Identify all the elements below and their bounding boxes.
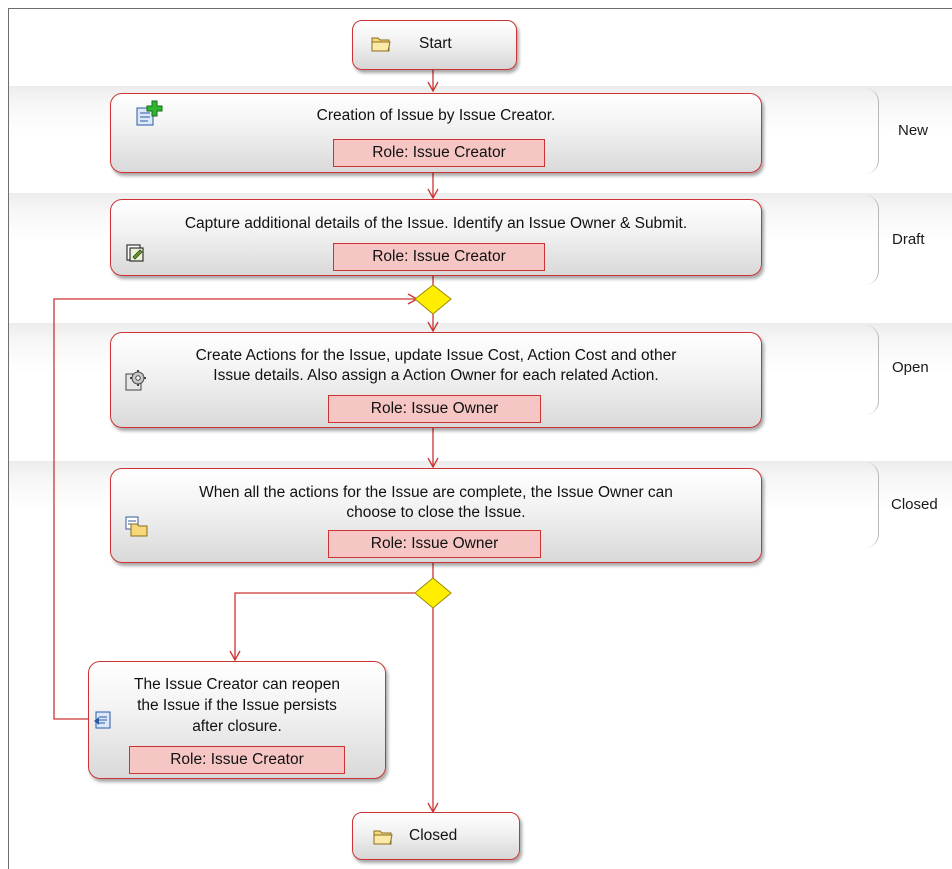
diagram-frame — [8, 8, 952, 869]
stage-label-draft: Draft — [892, 231, 925, 248]
step-capture[interactable]: Capture additional details of the Issue.… — [110, 199, 762, 276]
end-node[interactable]: Closed — [352, 812, 520, 860]
step-reopen-text-line2: the Issue if the Issue persists — [137, 697, 337, 714]
start-node[interactable]: Start — [352, 20, 517, 70]
step-actions-role: Role: Issue Owner — [328, 395, 541, 423]
step-creation-role: Role: Issue Creator — [333, 139, 545, 167]
folder-icon — [371, 37, 391, 52]
start-label: Start — [419, 35, 452, 52]
step-close-role: Role: Issue Owner — [328, 530, 541, 558]
step-creation-text: Creation of Issue by Issue Creator. — [316, 107, 556, 124]
step-capture-role: Role: Issue Creator — [333, 243, 545, 271]
step-creation[interactable]: Creation of Issue by Issue Creator. Role… — [110, 93, 762, 173]
step-close[interactable]: When all the actions for the Issue are c… — [110, 468, 762, 563]
step-actions-text-line1: Create Actions for the Issue, update Iss… — [195, 347, 677, 364]
step-reopen-text-line3: after closure. — [192, 718, 282, 735]
stage-bracket-open — [864, 325, 879, 415]
stage-bracket-new — [864, 88, 879, 174]
step-reopen-role: Role: Issue Creator — [129, 746, 345, 774]
step-actions-text-line2: Issue details. Also assign a Action Owne… — [213, 367, 659, 384]
step-actions[interactable]: Create Actions for the Issue, update Iss… — [110, 332, 762, 428]
stage-label-closed: Closed — [891, 496, 938, 513]
stage-bracket-draft — [864, 195, 879, 285]
reopen-document-icon — [94, 711, 111, 729]
decision-diamond-2 — [414, 577, 452, 609]
edit-document-icon — [126, 244, 144, 262]
add-document-icon — [136, 100, 163, 126]
decision-diamond-1 — [414, 284, 452, 315]
step-reopen-text-line1: The Issue Creator can reopen — [134, 676, 340, 693]
stage-label-open: Open — [892, 359, 929, 376]
end-label: Closed — [409, 827, 458, 844]
actions-gear-icon — [125, 370, 146, 391]
connector-decision-to-reopen — [229, 592, 418, 662]
step-capture-text: Capture additional details of the Issue.… — [184, 215, 688, 232]
connector-reopen-loop — [53, 293, 419, 720]
stage-bracket-closed — [864, 462, 879, 548]
close-document-icon — [125, 516, 148, 537]
step-close-text-line2: choose to close the Issue. — [346, 504, 526, 521]
step-reopen[interactable]: The Issue Creator can reopen the Issue i… — [88, 661, 386, 779]
step-close-text-line1: When all the actions for the Issue are c… — [199, 484, 673, 501]
stage-label-new: New — [898, 122, 929, 139]
folder-icon — [373, 830, 393, 845]
